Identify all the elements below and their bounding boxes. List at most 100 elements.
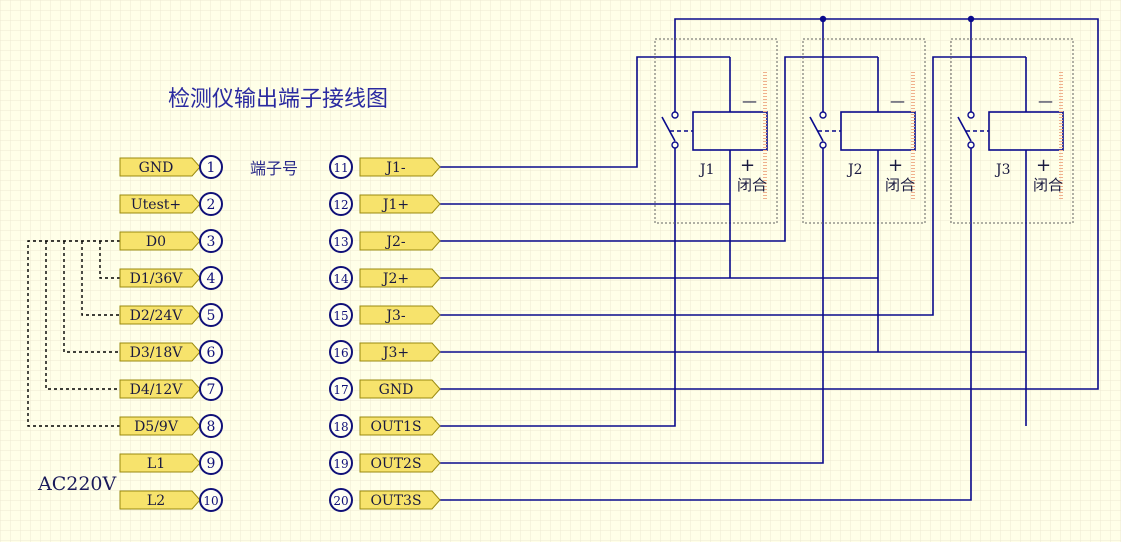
right-pin-13-number: 13	[333, 235, 348, 249]
right-port-17: GND	[359, 379, 441, 399]
relay-3-plus: +	[1036, 155, 1051, 176]
dashed-wire-d1	[99, 241, 120, 279]
relay-1-state: 闭合	[737, 176, 767, 194]
left-pin-10	[199, 488, 223, 512]
right-port-19: OUT2S	[359, 453, 441, 473]
left-pin-2-number: 2	[207, 197, 216, 213]
relay-1-plus: +	[740, 155, 755, 176]
left-pin-5	[199, 303, 223, 327]
left-pin-4-number: 4	[207, 271, 216, 287]
relay-3-frame	[950, 38, 1074, 224]
left-port-9: L1	[119, 453, 201, 473]
left-port-2-label: Utest+	[131, 197, 181, 213]
left-port-10-label: L2	[147, 493, 165, 509]
left-port-9-label: L1	[147, 456, 165, 472]
right-pin-15	[329, 303, 353, 327]
left-port-7-shape	[119, 379, 201, 399]
terminal-header: 端子号	[250, 159, 298, 178]
right-port-17-label: GND	[379, 382, 414, 398]
left-port-1-shape	[119, 157, 201, 177]
left-port-2-shape	[119, 194, 201, 214]
right-port-12-label: J1+	[381, 197, 409, 213]
left-pin-4	[199, 266, 223, 290]
left-port-7: D4/12V	[119, 379, 201, 399]
relay-1-minus: —	[742, 92, 757, 110]
right-port-11-label: J1-	[384, 160, 406, 176]
left-pin-6-number: 6	[207, 345, 216, 361]
left-pin-7	[199, 377, 223, 401]
relay-2-state: 闭合	[885, 176, 915, 194]
right-pin-12	[329, 192, 353, 216]
relay-3-name: J3	[994, 162, 1011, 178]
dashed-wire-d4	[45, 241, 120, 390]
right-pin-14-number: 14	[333, 272, 349, 286]
right-pin-17-number: 17	[333, 383, 348, 397]
right-pin-12-number: 12	[333, 198, 348, 212]
right-port-14: J2+	[359, 268, 441, 288]
relay-2: J2—+闭合	[802, 38, 926, 352]
left-pin-9-number: 9	[207, 456, 216, 472]
power-label: AC220V	[37, 473, 117, 495]
left-port-5-label: D2/24V	[130, 308, 184, 324]
dashed-wire-d3	[63, 241, 120, 353]
left-port-9-shape	[119, 453, 201, 473]
right-port-12: J1+	[359, 194, 441, 214]
right-pin-14	[329, 266, 353, 290]
right-port-17-shape	[359, 379, 441, 399]
left-port-3-shape	[119, 231, 201, 251]
diagram-title: 检测仪输出端子接线图	[168, 87, 388, 112]
right-pin-11	[329, 155, 353, 179]
dashed-wire-d2	[81, 241, 120, 316]
wire-j1-minus	[437, 56, 730, 168]
right-port-15: J3-	[359, 305, 441, 325]
right-pin-16-number: 16	[333, 346, 348, 360]
right-pin-19-number: 19	[333, 457, 348, 471]
wire-j2-minus	[437, 56, 878, 242]
left-pin-2	[199, 192, 223, 216]
common-bus-wire	[437, 18, 1099, 390]
left-port-8-label: D5/9V	[134, 419, 179, 435]
switch-arm	[809, 116, 824, 142]
right-port-14-label: J2+	[381, 271, 409, 287]
wires	[27, 15, 1099, 501]
right-port-12-shape	[359, 194, 441, 214]
left-pin-3-number: 3	[207, 234, 216, 250]
left-port-6: D3/18V	[119, 342, 201, 362]
left-pin-6	[199, 340, 223, 364]
right-port-11-shape	[359, 157, 441, 177]
right-port-19-shape	[359, 453, 441, 473]
relay-2-name: J2	[846, 162, 863, 178]
wire-out1s	[437, 148, 676, 427]
right-port-14-shape	[359, 268, 441, 288]
switch-arm	[661, 116, 676, 142]
left-port-3: D0	[119, 231, 201, 251]
left-port-6-shape	[119, 342, 201, 362]
left-port-10-shape	[119, 490, 201, 510]
right-pin-13	[329, 229, 353, 253]
right-port-15-label: J3-	[384, 308, 406, 324]
right-pin-18	[329, 414, 353, 438]
relay-1: J1—+闭合	[654, 38, 778, 278]
left-pin-8	[199, 414, 223, 438]
right-pin-15-number: 15	[333, 309, 348, 323]
switch-top-contact	[967, 111, 975, 119]
right-port-20-shape	[359, 490, 441, 510]
relay-2-frame	[802, 38, 926, 224]
relay-2-minus: —	[890, 92, 905, 110]
right-pin-20-number: 20	[333, 494, 348, 508]
right-port-20: OUT3S	[359, 490, 441, 510]
left-pin-5-number: 5	[207, 308, 216, 324]
left-port-1-label: GND	[139, 160, 174, 176]
left-port-4-shape	[119, 268, 201, 288]
switch-arm	[957, 116, 972, 142]
right-port-16-label: J3+	[381, 345, 409, 361]
left-port-5-shape	[119, 305, 201, 325]
left-port-2: Utest+	[119, 194, 201, 214]
left-port-4-label: D1/36V	[130, 271, 184, 287]
right-port-15-shape	[359, 305, 441, 325]
switch-bottom-contact	[671, 141, 679, 149]
left-port-7-label: D4/12V	[130, 382, 184, 398]
right-port-18-label: OUT1S	[370, 419, 421, 435]
